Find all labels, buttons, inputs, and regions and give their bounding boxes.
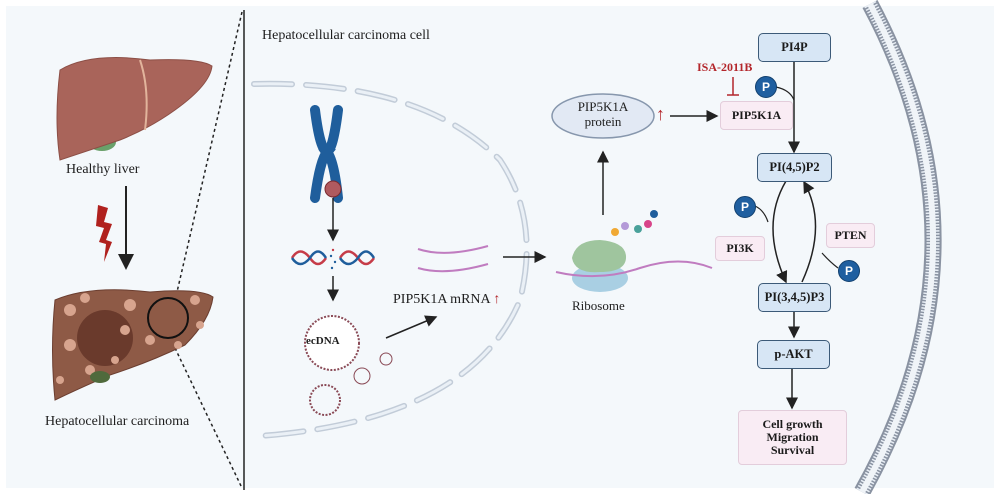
outcome-migration: Migration (766, 430, 819, 444)
phosphate-icon: P (838, 260, 860, 282)
phosphate-icon: P (734, 196, 756, 218)
chromosome-icon (310, 105, 343, 203)
protein-upregulation-arrow-icon: ↑ (656, 104, 665, 124)
node-pi3k: PI3K (715, 236, 765, 261)
inhibitor-label: ISA-2011B (697, 60, 753, 74)
outcome-box: Cell growth Migration Survival (738, 410, 847, 465)
node-pi4p: PI4P (758, 33, 831, 62)
mrna-label-text: PIP5K1A mRNA (393, 292, 490, 307)
zoom-line-bottom (174, 347, 243, 489)
cell-title: Hepatocellular carcinoma cell (262, 28, 430, 43)
node-pi345p3: PI(3,4,5)P3 (758, 283, 831, 312)
ecdna-circle (309, 384, 341, 416)
ribosome-icon (555, 210, 713, 292)
node-pakt: p-AKT (757, 340, 830, 369)
outcome-cell-growth: Cell growth (762, 417, 823, 431)
protein-label-line1: PIP5K1A (577, 99, 629, 114)
node-pi45p2: PI(4,5)P2 (757, 153, 832, 182)
protein-ellipse (551, 93, 655, 139)
node-pten: PTEN (826, 223, 875, 248)
phosphate-icon: P (755, 76, 777, 98)
hcc-liver-illustration (52, 289, 214, 401)
healthy-liver-label: Healthy liver (66, 162, 140, 177)
dna-helix-icon (290, 248, 376, 270)
mrna-label: PIP5K1A mRNA ↑ (393, 292, 500, 308)
arrow-pi45p2-to-pi345p3 (772, 180, 788, 284)
cell-membrane (854, 0, 942, 494)
node-pip5k1a: PIP5K1A (720, 101, 793, 130)
lightning-icon (96, 205, 112, 262)
ecdna-label: ecDNA (306, 335, 340, 347)
arrow-ecdna-to-mrna (385, 315, 438, 339)
healthy-liver-illustration (56, 57, 213, 161)
ecdna-large-circle (304, 315, 360, 371)
hcc-label: Hepatocellular carcinoma (45, 414, 190, 429)
arrow-pi345p3-to-pi45p2 (801, 180, 817, 283)
protein-label: PIP5K1A protein (568, 99, 638, 129)
protein-label-line2: protein (584, 114, 622, 129)
mrna-icon (417, 245, 489, 273)
mrna-upregulation-arrow-icon: ↑ (493, 292, 501, 307)
ribosome-label: Ribosome (572, 298, 625, 313)
outcome-survival: Survival (770, 443, 815, 457)
